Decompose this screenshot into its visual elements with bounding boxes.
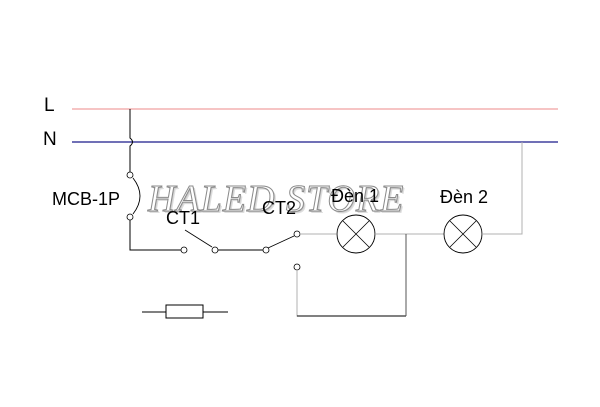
label-mcb: MCB-1P	[52, 189, 121, 209]
ct1-terminal-b	[211, 246, 219, 254]
ct1-terminal-a	[180, 246, 188, 254]
feed-wire	[129, 109, 133, 172]
label-line: L	[44, 95, 55, 116]
label-lamp2: Đèn 2	[440, 187, 489, 207]
mcb-top-terminal	[126, 171, 134, 179]
ct2-lower-wire	[296, 270, 406, 317]
mcb-arc	[132, 177, 141, 215]
label-lamp1: Đèn 1	[331, 186, 380, 206]
label-neutral: N	[43, 129, 57, 150]
ct2-upper-terminal	[293, 230, 301, 238]
ct2-lever	[267, 235, 295, 249]
lamp1-symbol	[336, 214, 376, 254]
label-ct1: CT1	[166, 208, 201, 228]
fuse-symbol	[142, 304, 228, 319]
lamp2-to-neutral-wire	[482, 142, 523, 235]
ct1-lever	[184, 229, 213, 248]
lamp2-symbol	[443, 214, 483, 254]
mcb-bottom-terminal	[126, 213, 134, 221]
mcb-to-ct1-wire	[129, 220, 181, 251]
watermark: HALED STORE	[147, 178, 405, 220]
ct2-common-terminal	[262, 246, 270, 254]
label-ct2: CT2	[262, 198, 297, 218]
ct2-lower-terminal	[293, 263, 301, 271]
